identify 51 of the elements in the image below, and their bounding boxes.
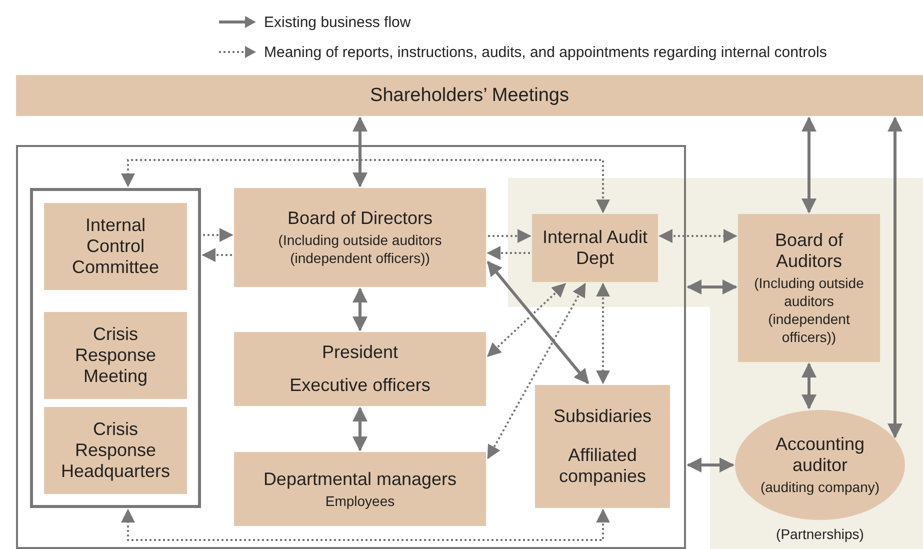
org-box bbox=[535, 385, 670, 508]
org-box bbox=[44, 407, 187, 494]
node-title: Board of Auditors bbox=[774, 230, 844, 272]
node-title: Subsidiaries bbox=[553, 406, 652, 427]
dotted-double-arrow bbox=[596, 282, 610, 384]
node-subtitle: Employees bbox=[325, 492, 395, 510]
org-box bbox=[234, 332, 486, 406]
dotted-double-arrow bbox=[658, 229, 738, 243]
node-title: President bbox=[322, 342, 398, 363]
dotted-arrow bbox=[486, 246, 530, 260]
node-title: Shareholders’ Meetings bbox=[370, 85, 569, 106]
org-box bbox=[234, 452, 486, 526]
company-boundary-box bbox=[16, 145, 686, 549]
node-title: Accounting auditor bbox=[774, 434, 866, 476]
legend-text: Existing business flow bbox=[264, 14, 411, 30]
double-arrow bbox=[686, 280, 738, 294]
node-title: Crisis Response Meeting bbox=[74, 324, 158, 387]
node-subtitle: Executive officers bbox=[290, 375, 430, 396]
org-box bbox=[44, 203, 187, 290]
legend-text: Meaning of reports, instructions, audits, and appointments regarding internal controls bbox=[264, 44, 827, 60]
double-arrow bbox=[352, 116, 368, 188]
org-box bbox=[234, 188, 486, 287]
org-box bbox=[44, 312, 187, 399]
dotted-double-arrow bbox=[487, 282, 586, 460]
double-arrow bbox=[352, 406, 368, 452]
double-arrow bbox=[888, 116, 902, 438]
double-arrow bbox=[686, 458, 734, 472]
dotted-double-arrow bbox=[486, 283, 566, 357]
node-title: Board of Directors bbox=[287, 208, 433, 229]
node-subtitle: (Including outside auditors (independent officers)) bbox=[277, 231, 443, 267]
double-arrow bbox=[802, 116, 816, 214]
node-title: Departmental managers bbox=[263, 468, 457, 490]
dotted-double-arrow bbox=[121, 508, 610, 541]
dotted-arrow bbox=[488, 229, 532, 243]
node-title: Internal Audit Dept bbox=[541, 227, 649, 269]
double-arrow bbox=[802, 362, 816, 410]
node-caption: (Partnerships) bbox=[776, 526, 864, 542]
node-title: Internal Control Committee bbox=[70, 215, 160, 278]
double-arrow bbox=[486, 260, 590, 384]
node-title: Crisis Response Headquarters bbox=[60, 419, 172, 482]
org-box bbox=[532, 214, 658, 282]
node-subtitle: (auditing company) bbox=[760, 478, 880, 496]
dotted-double-arrow bbox=[121, 159, 610, 214]
committee-group-box bbox=[30, 188, 201, 508]
node-subtitle: Affiliated companies bbox=[558, 445, 648, 487]
dotted-arrow bbox=[203, 228, 234, 242]
double-arrow bbox=[352, 288, 368, 332]
dotted-arrow bbox=[202, 248, 232, 262]
shareholders-band bbox=[16, 75, 923, 116]
org-box bbox=[738, 214, 880, 362]
node-subtitle: (Including outside auditors (independent officers)) bbox=[753, 274, 865, 346]
